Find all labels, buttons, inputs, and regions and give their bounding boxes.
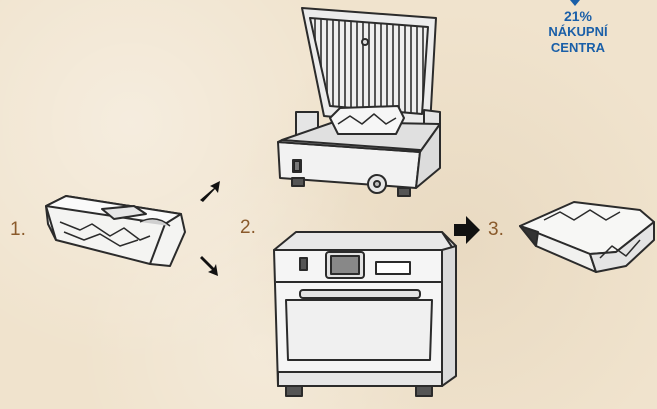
- step-3-number: 3.: [488, 219, 504, 241]
- convection-oven-illustration: [274, 232, 456, 396]
- statistic-badge: 21% NÁKUPNÍ CENTRA: [528, 0, 628, 56]
- arrow-icon: [454, 216, 480, 244]
- sandwich-in-paper-illustration: [520, 202, 654, 272]
- panini-grill-illustration: [278, 8, 440, 196]
- step-2-number: 2.: [240, 217, 256, 239]
- badge-line-1: NÁKUPNÍ: [528, 24, 628, 40]
- step-1-number: 1.: [10, 219, 26, 241]
- arrow-icon: [200, 256, 218, 276]
- arrow-icon: [200, 181, 220, 202]
- badge-percent: 21%: [528, 8, 628, 24]
- packaged-sandwich-illustration: [46, 196, 185, 266]
- badge-line-2: CENTRA: [528, 40, 628, 56]
